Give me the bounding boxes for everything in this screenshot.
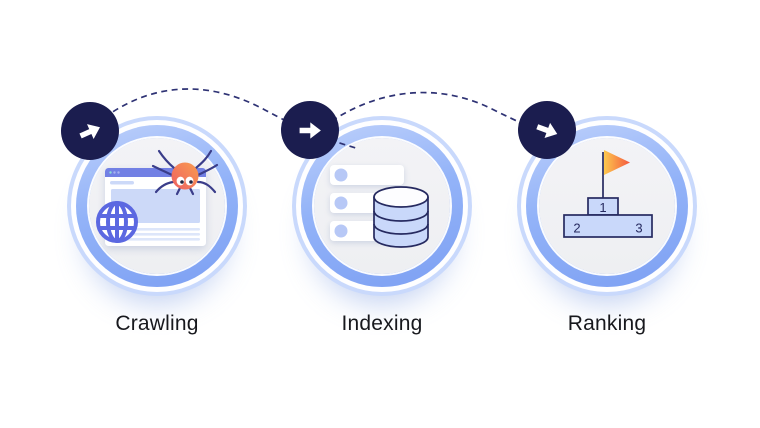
step-arrow-badge-2 (281, 101, 339, 159)
crawling-illustration (96, 149, 219, 246)
step-label-crawling: Crawling (115, 312, 199, 335)
flag-icon (604, 150, 630, 175)
step-label-indexing: Indexing (341, 312, 423, 335)
podium-flag-icon: 1 2 3 (563, 150, 653, 238)
step-arrow-badge-3 (518, 101, 576, 159)
podium-rank-2: 2 (573, 221, 580, 236)
node-inner-circle (314, 138, 450, 274)
arrow-right-icon (535, 122, 557, 138)
globe-icon (96, 201, 138, 243)
podium-rank-3: 3 (635, 221, 642, 236)
step-arrow-badge-1 (61, 102, 119, 160)
indexing-illustration (330, 165, 429, 248)
spider-icon (151, 149, 219, 196)
arrow-right-icon (78, 123, 100, 139)
ranking-illustration: 1 2 3 (563, 150, 653, 238)
step-label-ranking: Ranking (567, 312, 647, 335)
database-icon (373, 186, 429, 248)
podium-rank-1: 1 (599, 200, 606, 215)
node-inner-circle (89, 138, 225, 274)
arrow-right-icon (299, 121, 321, 139)
node-inner-circle: 1 2 3 (539, 138, 675, 274)
step-node-crawling (76, 125, 238, 287)
